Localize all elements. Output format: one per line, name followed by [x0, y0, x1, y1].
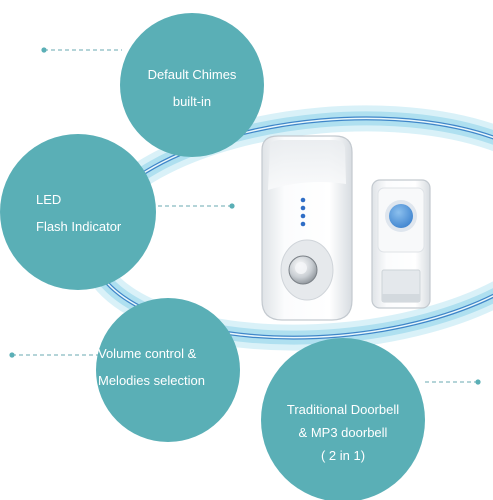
leader-dots — [9, 47, 481, 385]
callout-circle-mp3 — [261, 338, 425, 500]
callout-line: Volume control & — [98, 346, 197, 361]
callout-line: LED — [36, 192, 62, 207]
leader-lines — [12, 49, 478, 383]
callout-line: Melodies selection — [98, 373, 205, 388]
callout-line: built-in — [172, 94, 212, 109]
callout-circle-volume — [96, 298, 240, 442]
led-indicator-dots — [300, 197, 306, 227]
chime-receiver — [261, 135, 353, 321]
doorbell-button-transmitter — [371, 179, 431, 309]
callout-mp3: Traditional Doorbell & MP3 doorbell ( 2 … — [273, 402, 413, 464]
callout-volume: Volume control & Melodies selection — [98, 346, 205, 389]
callout-line: Default Chimes — [147, 67, 237, 82]
callout-line: & MP3 doorbell — [298, 425, 388, 440]
callout-circle-led — [0, 134, 156, 290]
callout-line: Traditional Doorbell — [286, 402, 400, 417]
callout-line: ( 2 in 1) — [320, 448, 366, 463]
callout-line: Flash Indicator — [36, 219, 122, 234]
callout-circle-default-chimes — [120, 13, 264, 157]
callout-default-chimes: Default Chimes built-in — [132, 67, 252, 110]
callout-led: LED Flash Indicator — [36, 192, 121, 235]
